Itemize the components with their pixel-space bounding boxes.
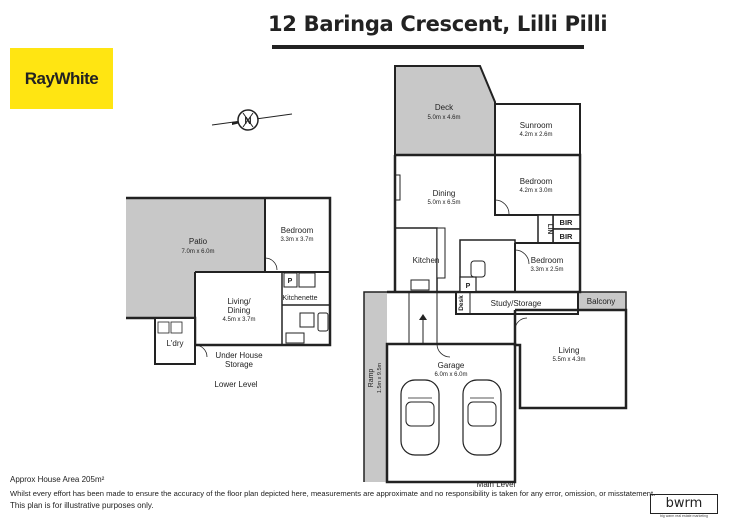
sunroom-dims: 4.2m x 2.6m bbox=[519, 132, 552, 138]
lower-bedroom-label: Bedroom bbox=[281, 226, 314, 235]
compass-icon: N bbox=[211, 109, 293, 131]
bir-2-label: BIR bbox=[560, 232, 574, 241]
lower-pantry-label: P bbox=[288, 278, 293, 285]
disclaimer: Whilst every effort has been made to ens… bbox=[10, 489, 656, 498]
ramp-dims: 1.5m x 9.5m bbox=[377, 362, 383, 393]
dining-label: Dining bbox=[433, 189, 456, 198]
title-underline bbox=[272, 45, 584, 49]
ramp-label: Ramp bbox=[368, 369, 375, 388]
laundry-label: L'dry bbox=[166, 339, 183, 348]
kitchenette-label: Kitchenette bbox=[282, 295, 317, 302]
garage-dims: 6.0m x 6.0m bbox=[434, 372, 467, 378]
bwrm-tagline: big warm real estate marketing bbox=[660, 514, 708, 518]
bir-1-label: BIR bbox=[560, 218, 574, 227]
main-level-plan: Deck 5.0m x 4.6m Sunroom 4.2m x 2.6m Din… bbox=[363, 65, 628, 489]
car-icon bbox=[462, 379, 502, 456]
illustrative-note: This plan is for illustrative purposes o… bbox=[10, 501, 154, 510]
main-bedroom-1-label: Bedroom bbox=[520, 177, 553, 186]
living-label: Living bbox=[559, 346, 580, 355]
main-bedroom-1-dims: 4.2m x 3.0m bbox=[519, 188, 552, 194]
patio-label: Patio bbox=[189, 237, 208, 246]
storage-label-2: Storage bbox=[225, 360, 254, 369]
deck-dims: 5.0m x 4.6m bbox=[427, 115, 460, 121]
living-dining-dims: 4.5m x 3.7m bbox=[222, 317, 255, 323]
garage-label: Garage bbox=[438, 361, 465, 370]
deck-label: Deck bbox=[435, 103, 454, 112]
car-icon bbox=[400, 379, 440, 456]
desk-label: Desk bbox=[458, 295, 465, 311]
living-dims: 5.5m x 4.3m bbox=[552, 357, 585, 363]
living-dining-label-2: Dining bbox=[228, 306, 251, 315]
compass-north-label: N bbox=[244, 116, 251, 127]
linen-label: LIN bbox=[546, 224, 553, 235]
sunroom-label: Sunroom bbox=[520, 121, 553, 130]
main-bedroom-2-label: Bedroom bbox=[531, 256, 564, 265]
main-pantry-label: P bbox=[466, 283, 471, 290]
bwrm-logo-frame bbox=[650, 494, 718, 514]
main-level-label: Main Level bbox=[477, 480, 516, 489]
bwrm-logo: bwrm big warm real estate marketing bbox=[650, 494, 718, 520]
agency-logo: RayWhite bbox=[10, 48, 113, 109]
storage-label-1: Under House bbox=[215, 351, 263, 360]
house-area: Approx House Area 205m² bbox=[10, 475, 105, 484]
living-dining-label-1: Living/ bbox=[227, 297, 251, 306]
lower-level-label: Lower Level bbox=[214, 380, 257, 389]
property-address: 12 Baringa Crescent, Lilli Pilli bbox=[268, 12, 608, 36]
lower-bedroom-dims: 3.3m x 3.7m bbox=[280, 237, 313, 243]
patio-dims: 7.0m x 6.0m bbox=[181, 249, 214, 255]
lower-level-plan: Patio 7.0m x 6.0m Bedroom 3.3m x 3.7m Li… bbox=[126, 196, 332, 389]
balcony-label: Balcony bbox=[587, 297, 615, 306]
agency-logo-text: RayWhite bbox=[24, 68, 99, 88]
kitchen-label: Kitchen bbox=[413, 256, 440, 265]
study-storage-label: Study/Storage bbox=[491, 299, 542, 308]
bwrm-logo-text: bwrm bbox=[665, 496, 703, 511]
main-bedroom-2-dims: 3.3m x 2.5m bbox=[530, 267, 563, 273]
dining-dims: 5.0m x 6.5m bbox=[427, 200, 460, 206]
